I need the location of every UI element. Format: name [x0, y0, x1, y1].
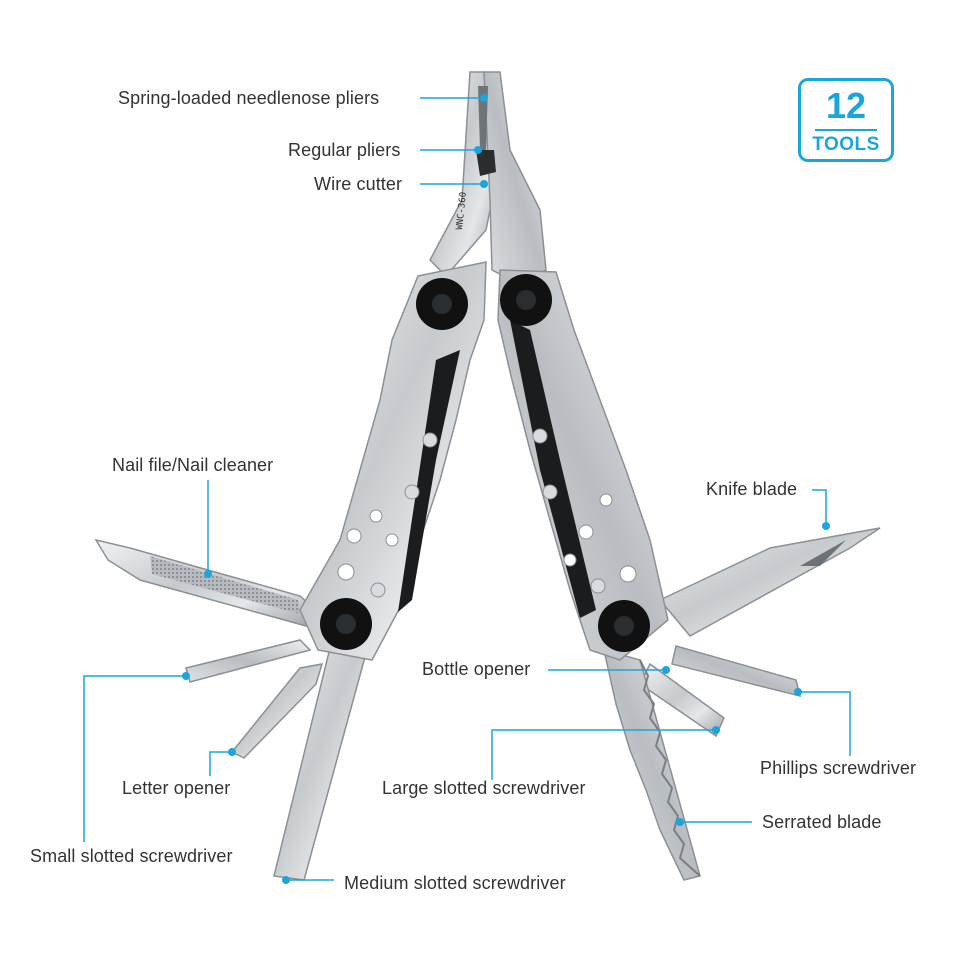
label-phillips-screwdriver: Phillips screwdriver [760, 758, 917, 778]
tools-count-badge: 12 TOOLS [798, 78, 894, 162]
nail-file-tool [94, 538, 320, 627]
label-serrated-blade: Serrated blade [762, 812, 882, 832]
label-medium-slotted-screwdriver: Medium slotted screwdriver [344, 873, 566, 893]
leader-dots [182, 94, 830, 884]
label-small-slotted-screwdriver: Small slotted screwdriver [30, 846, 233, 866]
label-bottle-opener: Bottle opener [422, 659, 531, 679]
letter-opener-tool [230, 663, 324, 759]
small-slotted-screwdriver-tool [185, 639, 312, 683]
leader-lines [83, 97, 851, 881]
label-spring-pliers: Spring-loaded needlenose pliers [118, 88, 380, 108]
label-nail-file: Nail file/Nail cleaner [112, 455, 274, 475]
label-wire-cutter: Wire cutter [314, 174, 403, 194]
badge-divider [815, 129, 877, 131]
label-large-slotted-screwdriver: Large slotted screwdriver [382, 778, 586, 798]
brand-mark: WNC-360 [455, 192, 469, 231]
label-letter-opener: Letter opener [122, 778, 231, 798]
serrated-blade-tool [602, 648, 701, 881]
phillips-screwdriver-tool [671, 645, 802, 698]
badge-count: 12 [825, 85, 867, 126]
label-knife-blade: Knife blade [706, 479, 798, 499]
badge-word: TOOLS [812, 134, 880, 155]
medium-slotted-screwdriver-tool [273, 645, 369, 881]
left-handle [299, 261, 487, 661]
right-handle [497, 269, 669, 661]
pliers-jaws: WNC-360 [429, 71, 547, 285]
knife-blade-tool [658, 527, 881, 637]
label-regular-pliers: Regular pliers [288, 140, 401, 160]
